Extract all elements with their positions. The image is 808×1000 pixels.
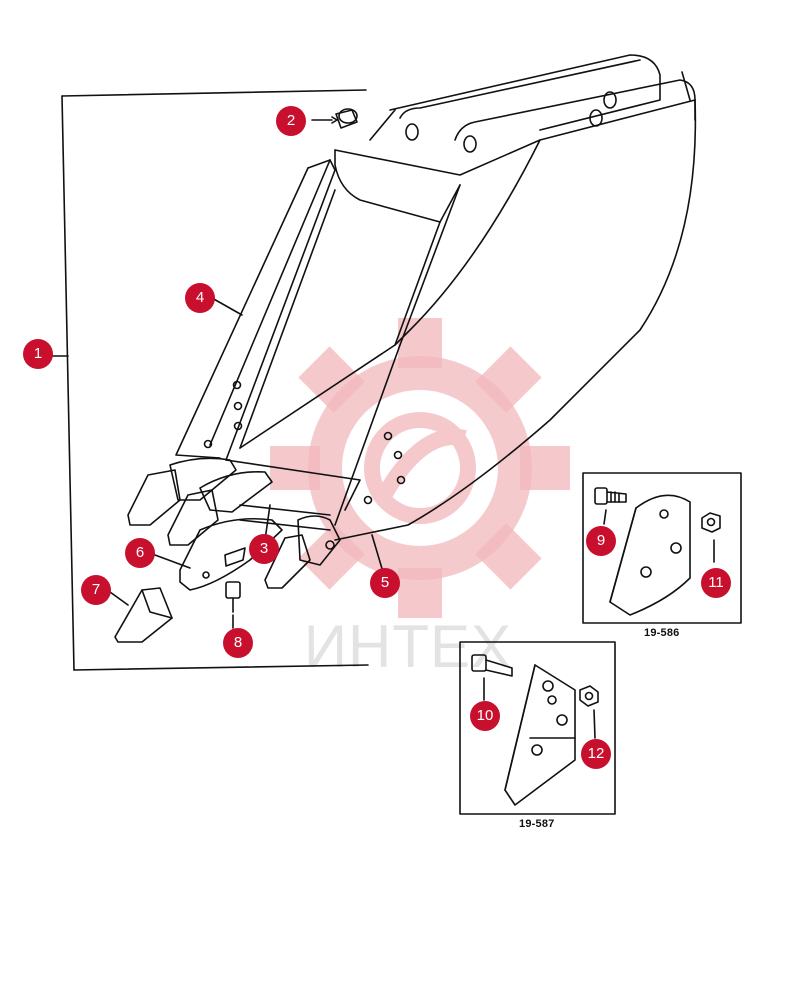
- inset-19-586-drawing: [582, 472, 742, 624]
- bucket-body: [175, 54, 697, 541]
- assembly-bracket: [51, 89, 369, 671]
- inset-19-587-drawing: [459, 641, 616, 815]
- callout-7[interactable]: 7: [81, 575, 111, 605]
- callout-8[interactable]: 8: [223, 628, 253, 658]
- callout-2[interactable]: 2: [276, 106, 306, 136]
- callout-9[interactable]: 9: [586, 526, 616, 556]
- watermark-text: ИНТЕХ: [303, 613, 513, 680]
- pin-part: [311, 108, 358, 129]
- tooth-point-loose: [114, 587, 173, 643]
- callout-5[interactable]: 5: [370, 568, 400, 598]
- callout-11[interactable]: 11: [701, 568, 731, 598]
- inset-19-586-caption: 19-586: [644, 627, 680, 639]
- callout-12[interactable]: 12: [581, 739, 611, 769]
- leader-lines: [109, 297, 384, 629]
- retaining-pin: [225, 581, 241, 613]
- callout-1[interactable]: 1: [23, 339, 53, 369]
- callout-3[interactable]: 3: [249, 534, 279, 564]
- callout-6[interactable]: 6: [125, 538, 155, 568]
- watermark-gear-logo: [270, 318, 570, 618]
- callout-4[interactable]: 4: [185, 283, 215, 313]
- inset-19-587-caption: 19-587: [519, 818, 555, 830]
- callout-10[interactable]: 10: [470, 701, 500, 731]
- teeth-row: [127, 457, 341, 591]
